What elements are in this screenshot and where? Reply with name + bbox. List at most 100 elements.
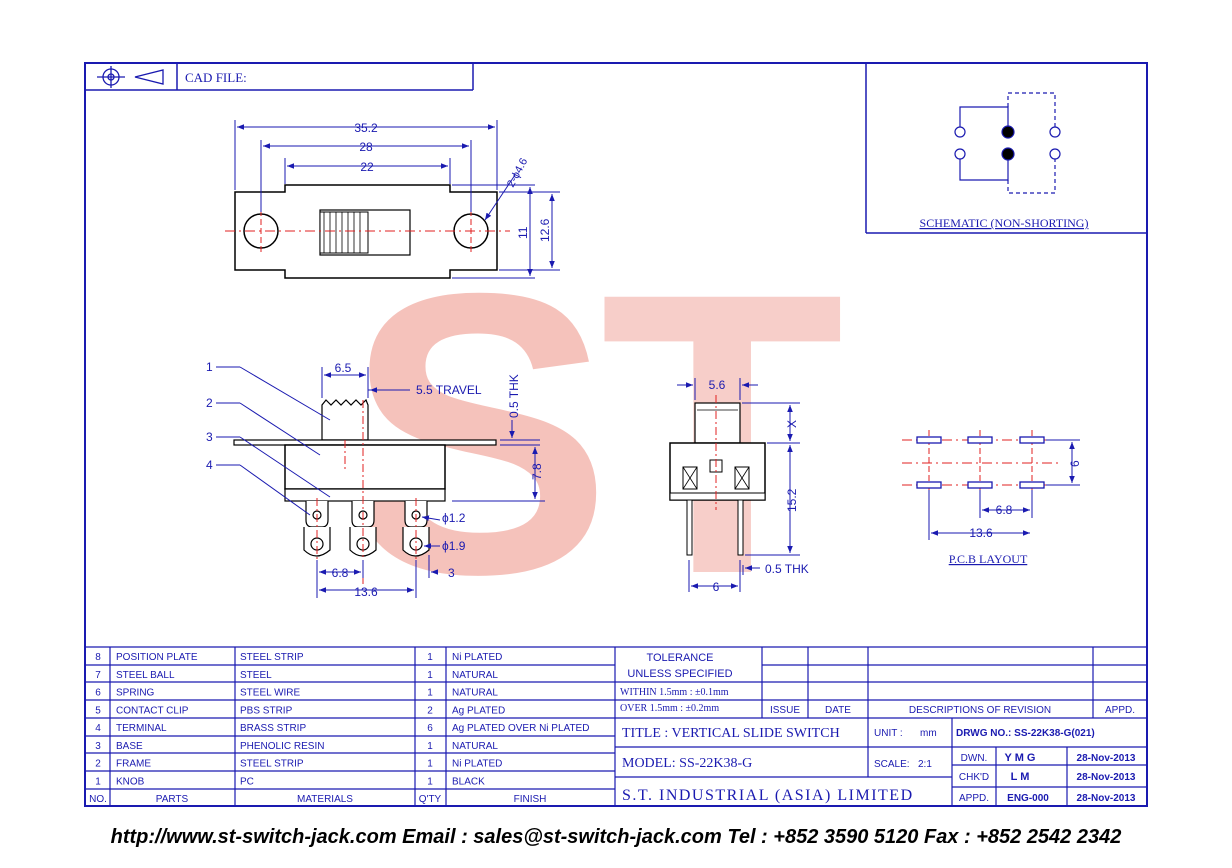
- bom-cell-qty: 1: [427, 670, 433, 681]
- bom-cell-part: CONTACT CLIP: [116, 705, 189, 716]
- unit-label: UNIT :: [874, 728, 903, 739]
- dim-hole: 2-ϕ4.6: [505, 156, 530, 189]
- title-block: TITLE : VERTICAL SLIDE SWITCH UNIT : mm …: [615, 718, 1147, 806]
- top-view: 35.2 28 22 2-ϕ4.6 11 12.6: [225, 120, 560, 279]
- bom-cell-finish: BLACK: [452, 776, 485, 787]
- dim-side-thk: 0.5 THK: [765, 562, 809, 576]
- pcb-caption: P.C.B LAYOUT: [949, 552, 1028, 566]
- bom-cell-material: STEEL STRIP: [240, 652, 304, 663]
- chk-label: CHK'D: [959, 772, 989, 783]
- side-view: 5.6 X 15.2 6 0.5 THK: [669, 378, 809, 594]
- bom-cell-material: PBS STRIP: [240, 705, 293, 716]
- tolerance-over: OVER 1.5mm : ±0.2mm: [620, 703, 719, 714]
- dim-thk: 0.5 THK: [507, 374, 521, 418]
- bom-cell-part: KNOB: [116, 776, 145, 787]
- bom-cell-qty: 1: [427, 652, 433, 663]
- dim-height: 7.8: [530, 463, 544, 480]
- callout-2: 2: [206, 396, 213, 410]
- drawing-number: DRWG NO.: SS-22K38-G(021): [956, 728, 1095, 739]
- dim-body: 22: [360, 160, 374, 174]
- bom-cell-part: FRAME: [116, 759, 151, 770]
- bom-cell-part: STEEL BALL: [116, 670, 175, 681]
- dim-travel: 5.5 TRAVEL: [416, 383, 482, 397]
- bom-cell-part: SPRING: [116, 688, 155, 699]
- scale-label: SCALE:: [874, 759, 910, 770]
- schematic-panel: SCHEMATIC (NON-SHORTING): [865, 63, 1147, 234]
- dim-side-offset: 6: [713, 580, 720, 594]
- bom-cell-finish: Ag PLATED: [452, 705, 505, 716]
- dwn-initials: Y M G: [1005, 752, 1036, 764]
- bom-cell-qty: 1: [427, 776, 433, 787]
- callout-3: 3: [206, 430, 213, 444]
- model-text: MODEL: SS-22K38-G: [622, 756, 752, 771]
- dim-pitch: 6.8: [332, 566, 349, 580]
- pcb-dim-row: 6: [1068, 460, 1082, 467]
- bom-cell-part: POSITION PLATE: [116, 652, 198, 663]
- bom-cell-finish: Ag PLATED OVER Ni PLATED: [452, 723, 589, 734]
- bom-header-parts: PARTS: [156, 794, 189, 805]
- bom-cell-no: 1: [95, 776, 101, 787]
- svg-text:S: S: [345, 210, 612, 657]
- schematic-caption: SCHEMATIC (NON-SHORTING): [920, 216, 1089, 230]
- chk-date: 28-Nov-2013: [1077, 772, 1136, 783]
- contact-footer: http://www.st-switch-jack.com Email : sa…: [110, 826, 1122, 848]
- dim-pin-hole: ϕ1.2: [442, 511, 466, 525]
- revision-date: DATE: [825, 705, 851, 716]
- pcb-dim-total: 13.6: [969, 526, 993, 540]
- title-text: TITLE : VERTICAL SLIDE SWITCH: [622, 726, 840, 741]
- bom-cell-part: TERMINAL: [116, 723, 167, 734]
- bom-cell-finish: NATURAL: [452, 688, 498, 699]
- bom-cell-qty: 6: [427, 723, 433, 734]
- dim-mount-pitch: 28: [359, 140, 373, 154]
- bom-header-no: NO.: [89, 794, 107, 805]
- bom-cell-material: STEEL: [240, 670, 272, 681]
- dwn-label: DWN.: [961, 753, 988, 764]
- dim-span: 13.6: [354, 585, 378, 599]
- bom-header-qty: Q'TY: [419, 794, 442, 805]
- bom-cell-no: 5: [95, 705, 101, 716]
- bom-cell-no: 8: [95, 652, 101, 663]
- appd-label: APPD.: [959, 793, 989, 804]
- company-name: S.T. INDUSTRIAL (ASIA) LIMITED: [622, 787, 914, 804]
- front-view: 6.5 5.5 TRAVEL 0.5 THK 7.8 ϕ1.2 ϕ1.9 6.8…: [206, 360, 545, 599]
- tolerance-block: TOLERANCE UNLESS SPECIFIED WITHIN 1.5mm …: [615, 647, 1147, 719]
- tolerance-line1: TOLERANCE: [646, 652, 713, 664]
- unit-value: mm: [920, 728, 937, 739]
- dim-side-height: 15.2: [785, 488, 799, 512]
- bom-cell-part: BASE: [116, 741, 143, 752]
- dim-side-x: X: [785, 420, 799, 428]
- bom-cell-finish: Ni PLATED: [452, 759, 502, 770]
- bom-cell-qty: 1: [427, 759, 433, 770]
- revision-appd: APPD.: [1105, 705, 1135, 716]
- bom-cell-finish: NATURAL: [452, 741, 498, 752]
- bom-cell-material: STEEL STRIP: [240, 759, 304, 770]
- bom-cell-no: 6: [95, 688, 101, 699]
- tolerance-line2: UNLESS SPECIFIED: [627, 668, 732, 680]
- bom-table: NO. PARTS MATERIALS Q'TY FINISH 8 POSITIO…: [85, 646, 1147, 806]
- bom-cell-no: 4: [95, 723, 101, 734]
- bom-cell-qty: 1: [427, 741, 433, 752]
- projection-symbol-icon: [97, 66, 164, 88]
- dim-overall: 35.2: [354, 121, 378, 135]
- bom-header-materials: MATERIALS: [297, 794, 353, 805]
- revision-issue: ISSUE: [770, 705, 800, 716]
- appd-initials: ENG-000: [1007, 793, 1049, 804]
- tolerance-within: WITHIN 1.5mm : ±0.1mm: [620, 687, 729, 698]
- bom-cell-finish: Ni PLATED: [452, 652, 502, 663]
- chk-initials: L M: [1011, 771, 1030, 783]
- callout-1: 1: [206, 360, 213, 374]
- bom-cell-no: 2: [95, 759, 101, 770]
- bom-cell-material: BRASS STRIP: [240, 723, 306, 734]
- bom-header-finish: FINISH: [514, 794, 547, 805]
- appd-date: 28-Nov-2013: [1077, 793, 1136, 804]
- bom-cell-material: PHENOLIC RESIN: [240, 741, 324, 752]
- pcb-layout: 6 6.8 13.6 P.C.B LAYOUT: [902, 430, 1082, 566]
- dwn-date: 28-Nov-2013: [1077, 753, 1136, 764]
- cad-file-label: CAD FILE:: [185, 70, 247, 85]
- dim-terminal-hole: ϕ1.9: [442, 539, 466, 553]
- dim-knob: 6.5: [335, 361, 352, 375]
- bom-cell-finish: NATURAL: [452, 670, 498, 681]
- bom-cell-no: 7: [95, 670, 101, 681]
- bom-cell-qty: 2: [427, 705, 433, 716]
